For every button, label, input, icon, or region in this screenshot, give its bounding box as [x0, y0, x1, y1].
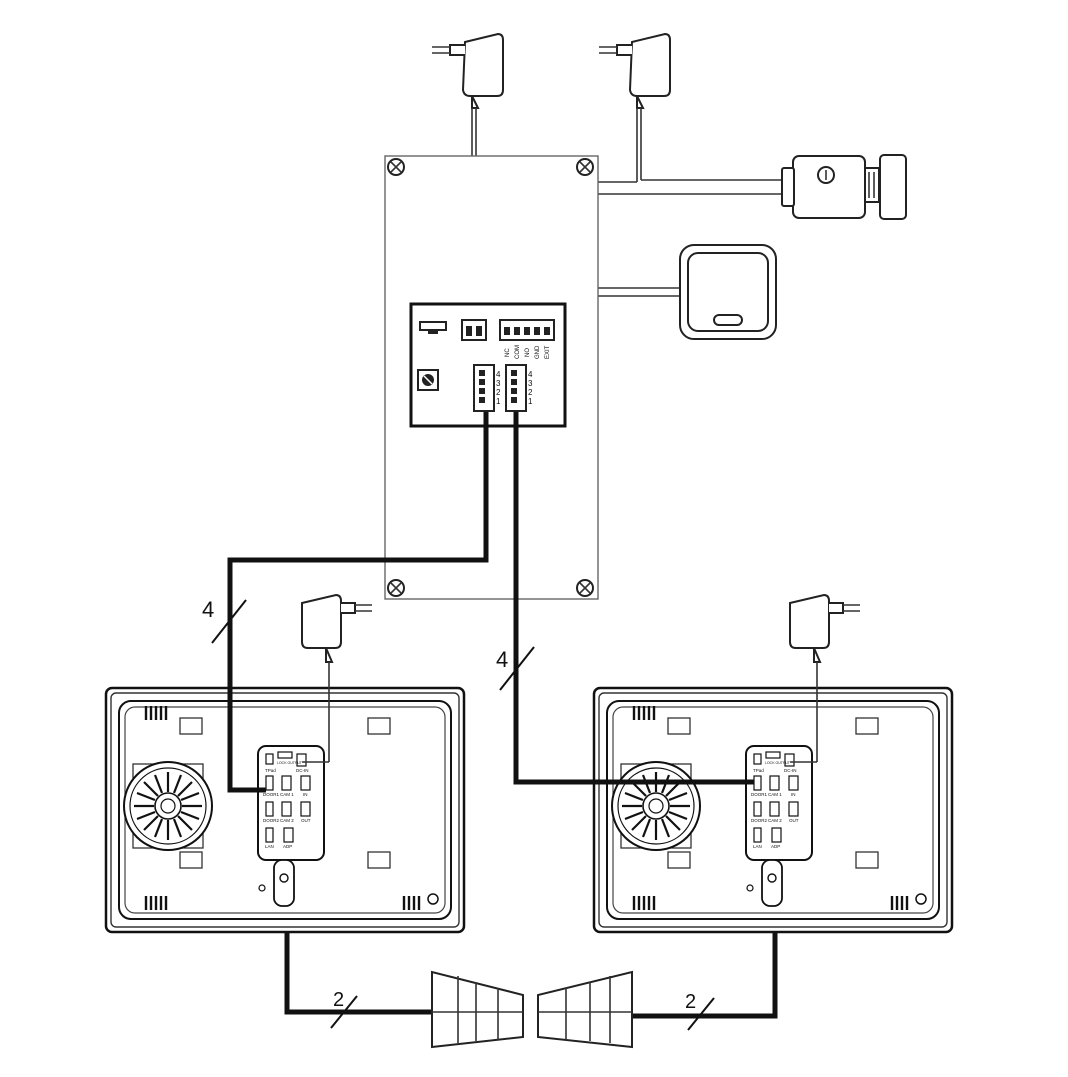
port-label-cam1: CAM 1 [768, 792, 782, 797]
terminal-label-no: NO [525, 348, 531, 357]
volume-knob-icon [417, 369, 439, 391]
screw-icon [387, 579, 405, 597]
bus-terminal-right [505, 364, 527, 412]
power-adapter-lock [599, 32, 671, 109]
exit-button [679, 244, 777, 340]
bus-pin-label: 3 [496, 379, 501, 388]
bus-wire-left: 4 [202, 412, 489, 793]
port-label-in: IN [303, 792, 308, 797]
door-station-terminal-panel: NC COM NO GND EXIT 4 3 2 1 4 [409, 302, 567, 428]
bus-wire-right: 4 [496, 412, 754, 785]
terminal-label-com: COM [515, 345, 521, 359]
bus-pin-label: 2 [496, 388, 501, 397]
indoor-monitor-left: TPad LOCK OUTPUT DC-IN DOOR1 CAM 1 IN DO… [104, 686, 466, 934]
indoor-monitor-right: TPad LOCK OUTPUT DC-IN DOOR1 CAM 1 IN DO… [592, 686, 954, 934]
port-label-lock-output: LOCK OUTPUT [765, 761, 791, 765]
port-label-lock-output: LOCK OUTPUT [277, 761, 303, 765]
port-label-door1: DOOR1 [751, 792, 768, 797]
screw-icon [576, 158, 594, 176]
port-label-cam2: CAM 2 [768, 818, 782, 823]
bus-pin-label: 2 [528, 388, 533, 397]
port-label-lan: LAN [753, 844, 762, 849]
port-label-dc-in: DC-IN [296, 768, 309, 773]
port-label-door2: DOOR2 [263, 818, 280, 823]
terminal-label-nc: NC [505, 348, 511, 357]
port-label-adp: ADP [283, 844, 292, 849]
wire-count-label: 4 [202, 597, 214, 622]
port-label-door1: DOOR1 [263, 792, 280, 797]
wire-count-label: 2 [685, 991, 696, 1013]
port-label-cam1: CAM 1 [280, 792, 294, 797]
port-label-lan: LAN [265, 844, 274, 849]
power-adapter-right-monitor [789, 593, 860, 663]
port-label-door2: DOOR2 [751, 818, 768, 823]
bus-pin-label: 3 [528, 379, 533, 388]
network-connector-right [537, 970, 633, 1049]
bus-pin-label: 1 [528, 397, 533, 406]
wire-count-label: 2 [333, 989, 344, 1011]
bus-pin-label: 4 [528, 370, 533, 379]
bus-pin-label: 1 [496, 397, 501, 406]
bus-terminal-left [473, 364, 495, 412]
port-label-cam2: CAM 2 [280, 818, 294, 823]
terminal-label-exit: EXIT [545, 345, 551, 359]
port-label-tpad: TPad [753, 768, 764, 773]
power-adapter-door-station [432, 32, 504, 109]
terminal-label-gnd: GND [535, 345, 541, 359]
port-label-in: IN [791, 792, 796, 797]
wire-count-label: 4 [496, 647, 508, 672]
screw-icon [387, 158, 405, 176]
port-label-adp: ADP [771, 844, 780, 849]
screw-icon [576, 579, 594, 597]
power-terminal [461, 319, 487, 341]
port-label-out: OUT [789, 818, 799, 823]
interlink-wire-right: 2 [632, 932, 778, 1031]
port-label-tpad: TPad [265, 768, 276, 773]
port-label-dc-in: DC-IN [784, 768, 797, 773]
port-label-out: OUT [301, 818, 311, 823]
monitor-power-cables [302, 662, 818, 763]
lock-terminal-block [499, 319, 555, 341]
interlink-wire-left: 2 [284, 932, 432, 1029]
bus-pin-label: 4 [496, 370, 501, 379]
network-connector-left [431, 970, 524, 1049]
electric-lock [781, 154, 907, 220]
power-adapter-left-monitor [301, 593, 372, 663]
